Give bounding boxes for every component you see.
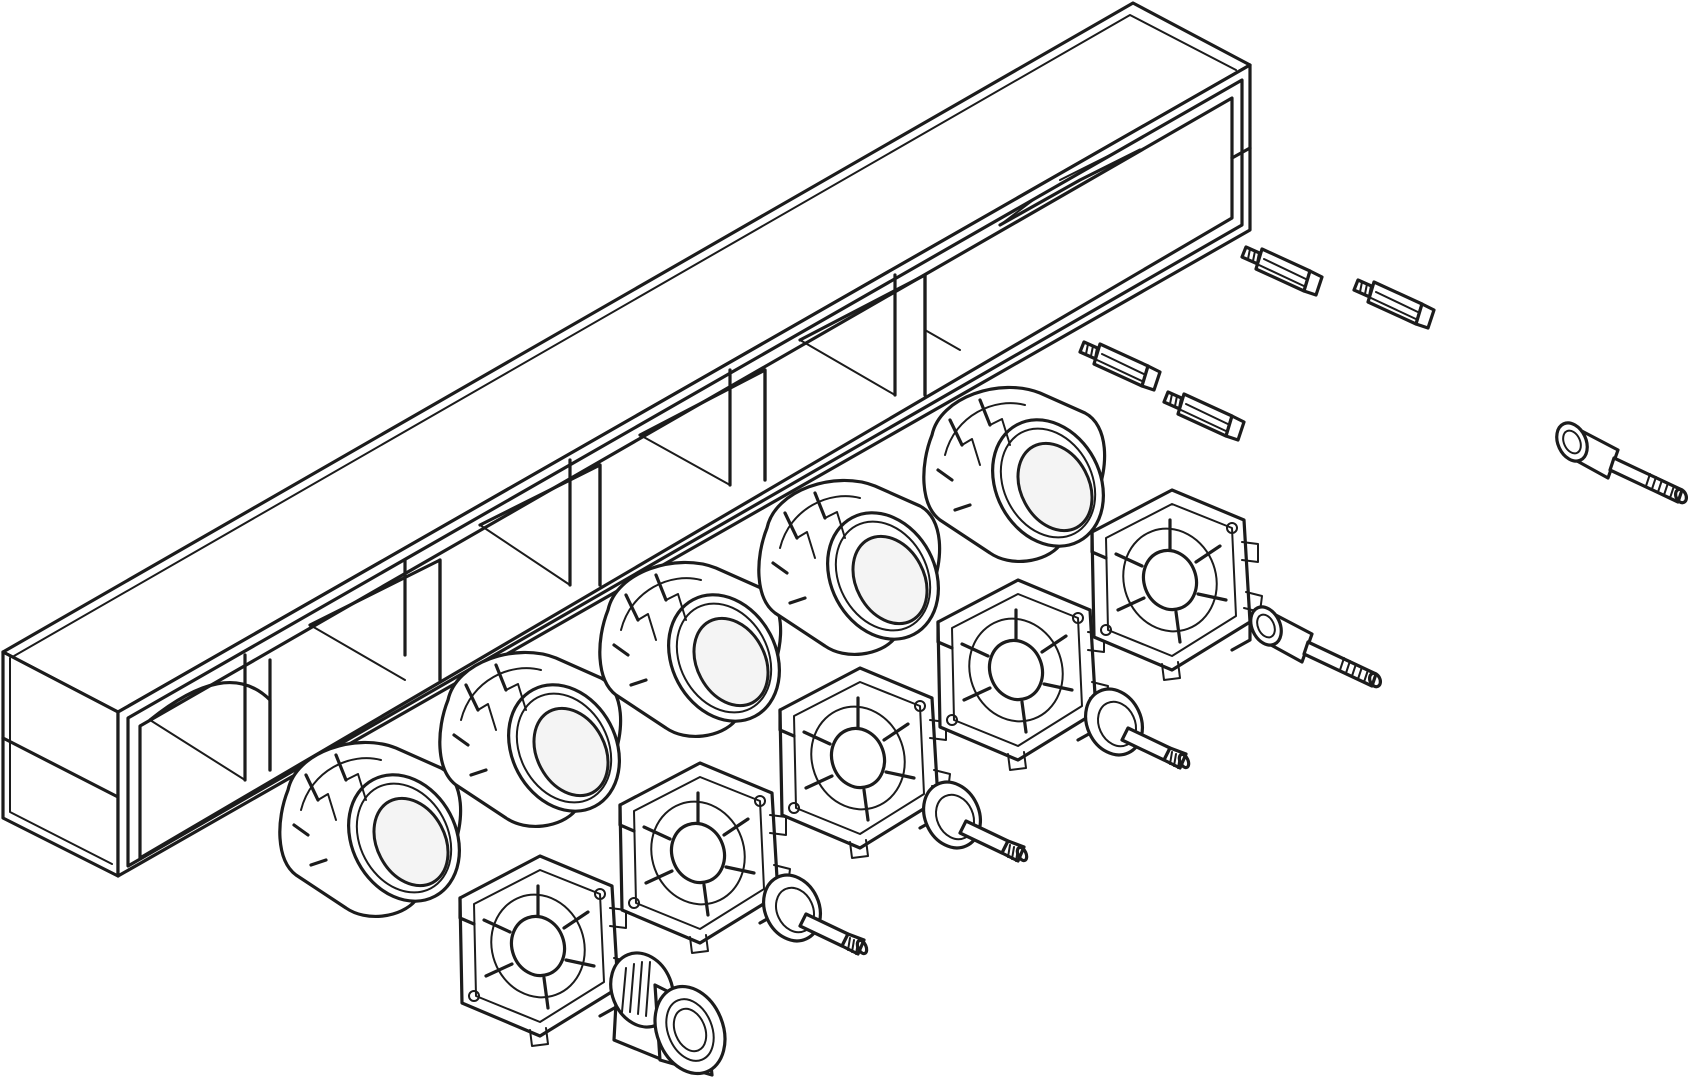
mounting-plate-4: [936, 578, 1110, 772]
hex-standoff-4: [1162, 390, 1246, 442]
extension-spindle-2: [1549, 416, 1691, 507]
mounting-plate-2: [618, 761, 792, 955]
mounting-plate-5: [1090, 488, 1264, 682]
mounting-plate-3: [778, 666, 952, 860]
housing-compartment-ribs: [148, 148, 1142, 782]
housing-open-channel: [116, 63, 1252, 878]
extension-spindle-1: [1243, 600, 1385, 691]
hex-standoff-1: [1240, 245, 1324, 297]
hex-standoff-2: [1352, 278, 1436, 330]
threaded-socket: [609, 951, 727, 1077]
mounting-plate-1: [458, 854, 632, 1048]
hex-standoff-3: [1078, 340, 1162, 392]
extension-spindles: [1243, 416, 1691, 691]
multi-port-housing: [1, 1, 1252, 878]
